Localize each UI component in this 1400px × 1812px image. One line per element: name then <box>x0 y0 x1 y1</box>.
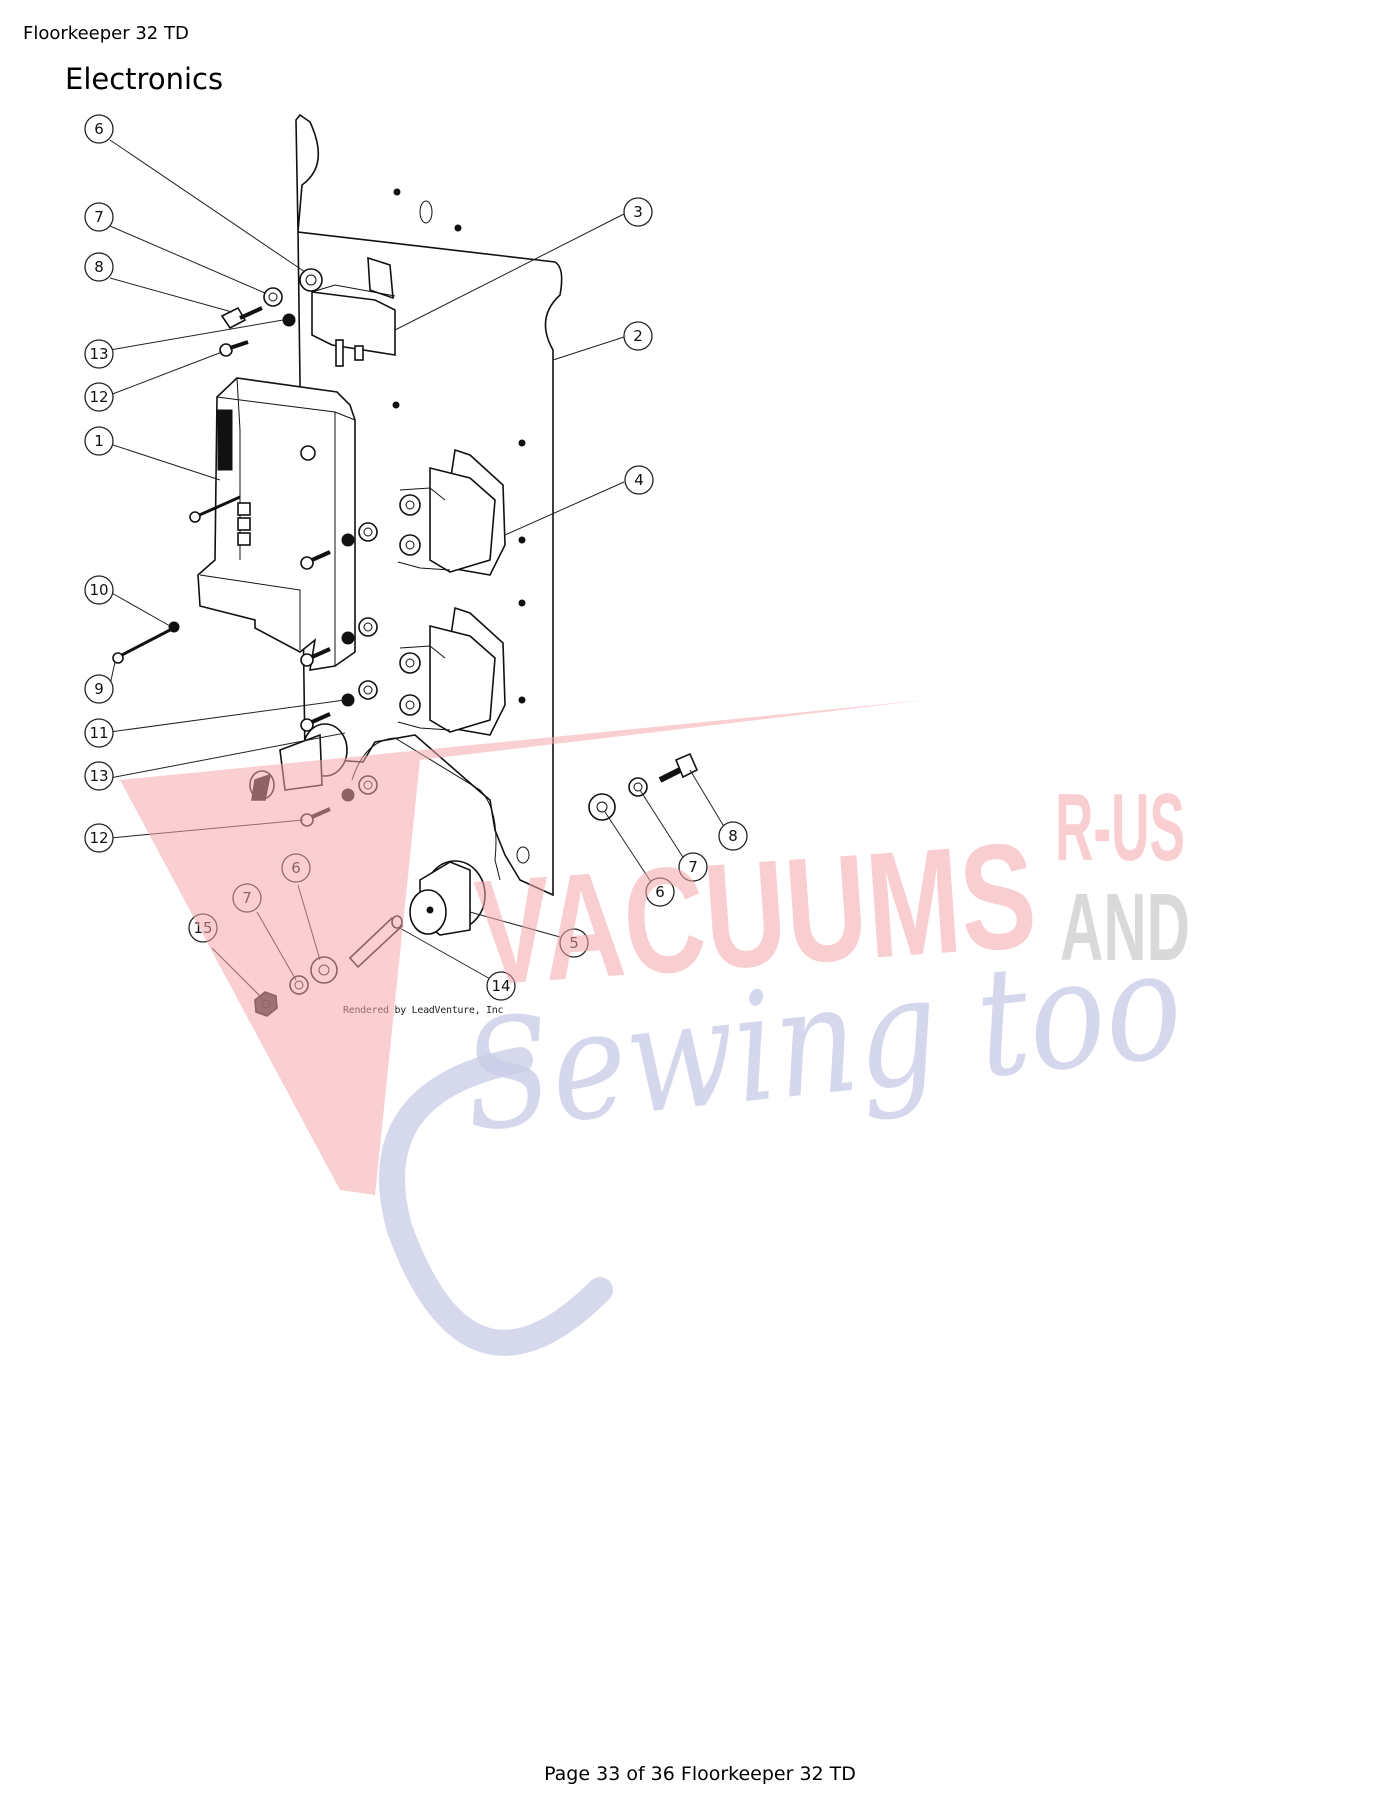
svg-text:15: 15 <box>193 919 212 937</box>
bolt-part <box>658 752 699 783</box>
svg-text:6: 6 <box>94 120 104 138</box>
svg-text:12: 12 <box>89 829 108 847</box>
panel-hole <box>518 599 526 607</box>
callout: 9 <box>84 674 114 704</box>
svg-text:7: 7 <box>688 858 698 876</box>
callout: 6 <box>281 853 311 883</box>
svg-text:9: 9 <box>94 680 104 698</box>
callout: 10 <box>84 575 114 605</box>
svg-text:10: 10 <box>89 581 108 599</box>
callout: 7 <box>232 883 262 913</box>
svg-text:14: 14 <box>491 977 510 995</box>
callout: 7 <box>84 202 114 232</box>
svg-text:5: 5 <box>569 934 579 952</box>
svg-text:8: 8 <box>728 827 738 845</box>
bolt-part <box>220 306 263 330</box>
render-credit: Rendered by LeadVenture, Inc <box>343 1005 504 1016</box>
screw-part <box>300 550 331 570</box>
svg-text:1: 1 <box>94 432 104 450</box>
svg-text:2: 2 <box>633 327 643 345</box>
screw-part <box>300 647 331 667</box>
callout: 3 <box>623 197 653 227</box>
washer-part <box>628 777 648 797</box>
svg-text:6: 6 <box>655 883 665 901</box>
washer-part <box>263 287 283 307</box>
callout: 1 <box>84 426 114 456</box>
svg-text:12: 12 <box>89 388 108 406</box>
panel-hole <box>518 696 526 704</box>
callout: 12 <box>84 382 114 412</box>
panel-slot <box>419 200 433 224</box>
callout: 15 <box>188 913 218 943</box>
svg-text:7: 7 <box>242 889 252 907</box>
callout: 6 <box>84 114 114 144</box>
washer-part <box>299 268 323 292</box>
callout: 13 <box>84 339 114 369</box>
svg-text:3: 3 <box>633 203 643 221</box>
washer-part <box>310 956 338 984</box>
callout: 12 <box>84 823 114 853</box>
callout: 8 <box>84 252 114 282</box>
callout: 4 <box>624 465 654 495</box>
callout: 6 <box>645 877 675 907</box>
svg-text:7: 7 <box>94 208 104 226</box>
document-header-title: Floorkeeper 32 TD <box>23 23 189 44</box>
screw-part <box>112 621 180 664</box>
panel-hole <box>518 439 526 447</box>
washer-part <box>588 793 616 821</box>
panel-hole <box>392 401 400 409</box>
svg-text:6: 6 <box>291 859 301 877</box>
shaft-part <box>348 915 404 969</box>
lock-washer-part <box>282 313 296 327</box>
washer-part <box>289 975 309 995</box>
panel-hole <box>393 188 401 196</box>
contactor-upper-part <box>397 448 506 576</box>
callout: 7 <box>678 852 708 882</box>
relay-part <box>311 256 396 367</box>
circuit-breaker-part <box>409 860 486 936</box>
screw-part <box>300 807 331 827</box>
nut-part <box>254 991 278 1017</box>
screw-part <box>189 495 241 523</box>
page-footer: Page 33 of 36 Floorkeeper 32 TD <box>544 1763 856 1785</box>
svg-text:13: 13 <box>89 345 108 363</box>
svg-text:11: 11 <box>89 724 108 742</box>
svg-text:8: 8 <box>94 258 104 276</box>
callout: 14 <box>486 971 516 1001</box>
bolt-part <box>219 340 249 357</box>
callout: 2 <box>623 321 653 351</box>
panel-hole <box>518 536 526 544</box>
callout: 13 <box>84 761 114 791</box>
callout: 11 <box>84 718 114 748</box>
controller-box-part <box>197 377 356 671</box>
panel-hole <box>454 224 462 232</box>
section-title: Electronics <box>65 62 224 96</box>
callout: 5 <box>559 928 589 958</box>
svg-text:4: 4 <box>634 471 644 489</box>
svg-text:13: 13 <box>89 767 108 785</box>
callout: 8 <box>718 821 748 851</box>
